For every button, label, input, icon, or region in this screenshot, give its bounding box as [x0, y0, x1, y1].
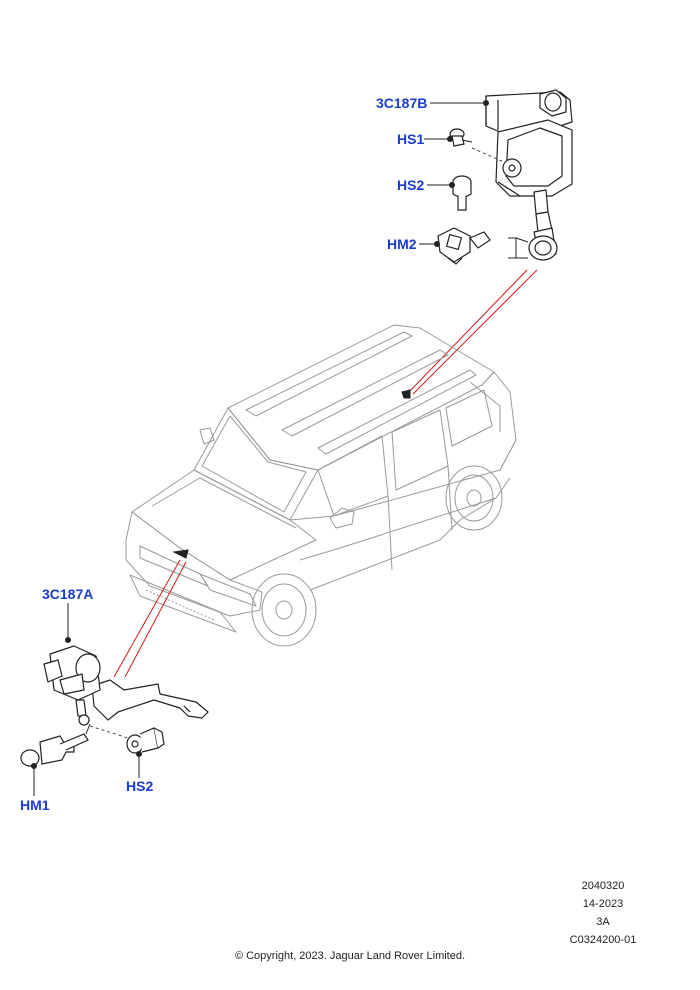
callout-3C187A[interactable]: 3C187A: [42, 586, 94, 602]
leader-lines-bottom: [31, 603, 142, 796]
vehicle-sensor-markers: [172, 389, 411, 559]
callout-hm2[interactable]: HM2: [387, 236, 417, 252]
callout-hs2-bottom[interactable]: HS2: [126, 778, 154, 794]
hm1-link-part: [20, 723, 91, 767]
reference-date-code: 14-2023: [582, 898, 624, 910]
callout-3C187B[interactable]: 3C187B: [376, 95, 428, 111]
rear-height-sensor-3C187B: [485, 89, 573, 261]
rear-sensor-red-leaders: [407, 269, 538, 395]
illustration-code: C0324200-01: [569, 934, 637, 946]
copyright-notice: © Copyright, 2023. Jaguar Land Rover Lim…: [234, 950, 466, 962]
callout-hm1[interactable]: HM1: [20, 797, 50, 813]
vehicle-outline: [125, 324, 517, 647]
front-height-sensor-3C187A: [43, 645, 209, 726]
hm2-nut-part: [437, 227, 491, 265]
callout-hs2-top[interactable]: HS2: [397, 177, 425, 193]
front-sensor-red-leaders: [113, 559, 187, 678]
hs2-bolt-top-part: [452, 175, 472, 211]
reference-number: 2040320: [581, 880, 625, 892]
reference-revision: 3A: [596, 916, 610, 928]
hs2-bolt-bottom-part: [126, 727, 165, 754]
callout-hs1[interactable]: HS1: [397, 131, 425, 147]
leader-lines-top: [419, 100, 489, 247]
hs1-screw-part: [449, 128, 473, 147]
